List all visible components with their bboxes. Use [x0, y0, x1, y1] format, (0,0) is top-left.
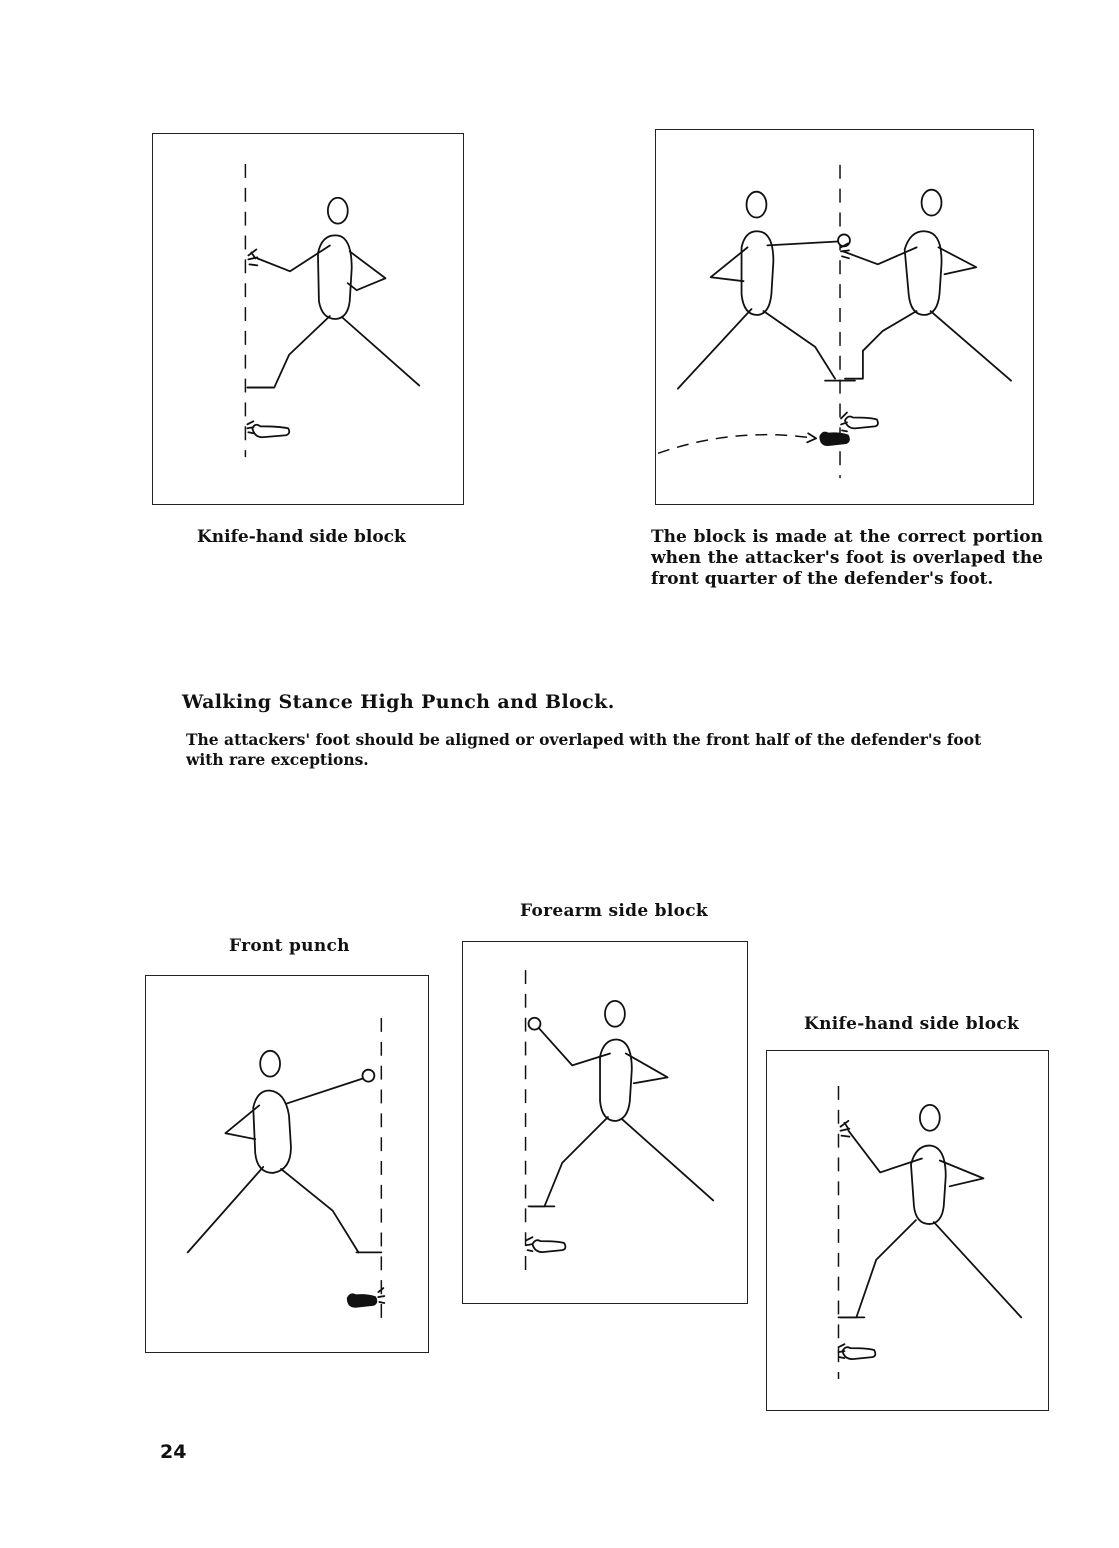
- figure-front-punch: [145, 975, 429, 1353]
- title-knife-hand-side-block: Knife-hand side block: [804, 1014, 1020, 1034]
- title-forearm-side-block: Forearm side block: [520, 901, 708, 921]
- front-punch-illustration: [186, 1018, 386, 1324]
- figure-knife-hand-block-top: [152, 133, 464, 505]
- section-heading: Walking Stance High Punch and Block.: [182, 691, 615, 713]
- forearm-block-illustration: [524, 970, 715, 1270]
- figure-knife-hand-block-bottom: [766, 1050, 1049, 1411]
- attack-block-pair-illustration: [657, 164, 1013, 479]
- caption-knife-hand-side-block: Knife-hand side block: [197, 527, 406, 547]
- knife-hand-bottom-illustration: [837, 1086, 1023, 1379]
- page-number: 24: [160, 1441, 187, 1463]
- knife-hand-figure-illustration: [244, 164, 421, 458]
- figure-attack-block-pair: [655, 129, 1034, 505]
- figure-forearm-side-block: [462, 941, 748, 1304]
- title-front-punch: Front punch: [229, 936, 350, 956]
- caption-correct-portion: The block is made at the correct portion…: [651, 527, 1043, 589]
- section-body: The attackers' foot should be aligned or…: [186, 730, 982, 769]
